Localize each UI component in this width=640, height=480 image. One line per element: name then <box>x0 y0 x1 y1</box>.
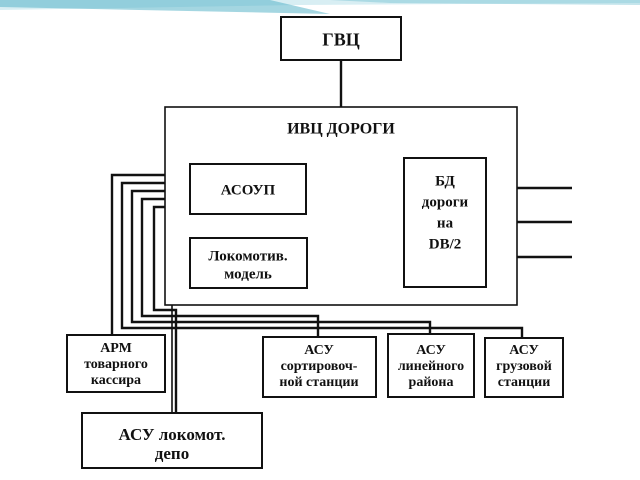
asoup-label: АСОУП <box>221 182 276 198</box>
asu-line-box <box>387 333 475 398</box>
banner-accent-right <box>330 0 640 5</box>
asu-gruz-box <box>484 337 564 398</box>
asu-line-line-3: района <box>409 375 454 390</box>
asu-sort-line-2: сортировоч- <box>281 359 358 374</box>
asu-sort-line-1: АСУ <box>304 343 334 358</box>
bd-line-3: на <box>437 215 454 231</box>
arm-line-3: кассира <box>91 373 141 388</box>
lokomotiv-box <box>189 237 308 289</box>
asoup-line-1: АСОУП <box>221 182 276 198</box>
top-banner <box>0 0 640 14</box>
link-asoup-asu-line <box>130 189 432 334</box>
bd-line-1: БД <box>435 173 455 189</box>
gvc-label: ГВЦ <box>322 29 359 49</box>
asu-sort-line-3: ной станции <box>279 375 358 390</box>
link-asoup-arm <box>110 173 190 335</box>
asu-sort-box <box>262 336 377 398</box>
asu-gruz-line-2: грузовой <box>496 359 552 374</box>
gvc-line-1: ГВЦ <box>322 29 359 49</box>
lokomotiv-label: Локомотив. модель <box>208 248 287 282</box>
arm-box <box>66 334 166 393</box>
banner-accent-band <box>0 0 330 14</box>
asu-depo-label: АСУ локомот.депо <box>119 425 226 463</box>
asu-depo-line-1: АСУ локомот. <box>119 425 226 444</box>
gvc-box <box>280 16 402 61</box>
lokomotiv-line-2: модель <box>224 266 272 282</box>
arm-line-1: АРМ <box>100 341 132 356</box>
asu-gruz-line-1: АСУ <box>509 343 539 358</box>
link-asoup-asu-gruz <box>120 181 524 338</box>
bd-line-2: дороги <box>422 194 469 210</box>
asu-line-line-1: АСУ <box>416 343 446 358</box>
asu-depo-line-2: депо <box>155 444 189 463</box>
asu-depo-box <box>81 412 263 469</box>
ivc-title: ИВЦ ДОРОГИ <box>287 121 395 138</box>
asu-gruz-line-3: станции <box>498 375 551 390</box>
bd-line-4: DB/2 <box>429 236 462 252</box>
arm-line-2: товарного <box>84 357 148 372</box>
bd-box <box>403 157 487 288</box>
lokomotiv-line-1: Локомотив. <box>208 248 287 264</box>
link-asoup-asu-sort <box>140 197 320 337</box>
asoup-box <box>189 163 307 215</box>
ivc-title-line-1: ИВЦ ДОРОГИ <box>287 121 395 138</box>
asu-line-line-2: линейного <box>398 359 464 374</box>
